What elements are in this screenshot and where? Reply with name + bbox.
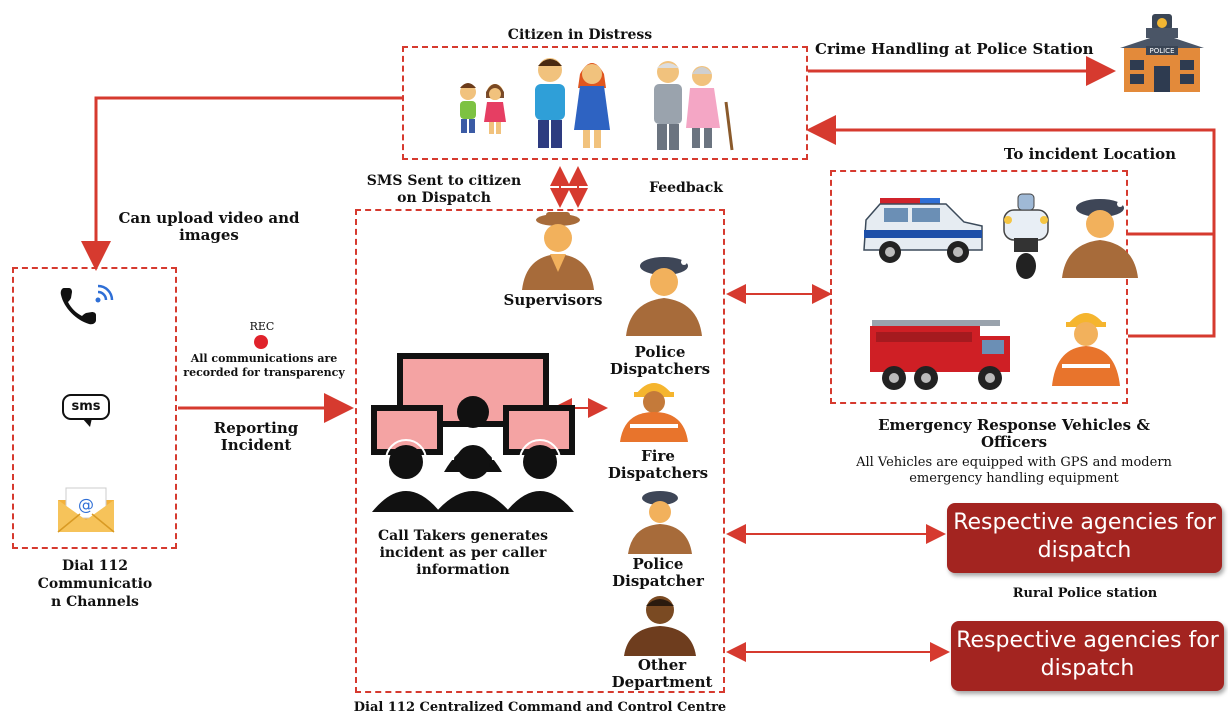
feedback-label: Feedback [649,180,723,196]
reporting-label: Reporting Incident [213,419,299,454]
email-icon[interactable]: @ [56,486,116,534]
rec-label: REC [249,320,275,333]
police-dispatcher-2-figure [628,491,692,554]
recording-note: All communications are recorded for tran… [183,352,345,379]
command-centre-box [355,209,725,693]
other-department-figure [624,596,696,656]
police-dispatchers-label: Police Dispatchers [609,343,711,378]
police-sign-text: POLICE [1149,47,1174,55]
other-department-label: Other Department [611,656,713,691]
crime-handling-label: Crime Handling at Police Station [815,40,1094,58]
sms-bubble-tail-icon [82,418,92,427]
agency-box-2[interactable]: Respective agencies for dispatch [951,621,1224,691]
police-officer-figure [1062,199,1138,278]
channels-caption-line1: Dial 112 [62,558,128,574]
fire-truck-icon [870,320,1010,390]
response-note: All Vehicles are equipped with GPS and m… [856,455,1172,486]
firefighter-figure [1052,313,1120,386]
phone-call-icon[interactable] [58,282,120,330]
fire-dispatcher-figure [620,383,688,442]
arrow-to-incident-location [806,115,1216,236]
supervisor-figure [522,212,594,290]
sms-icon[interactable]: sms [62,394,110,420]
response-box [830,170,1128,404]
police-dispatcher-figure [626,257,702,336]
police-dispatcher-label: Police Dispatcher [612,555,704,590]
elderly-woman-figure [686,66,734,151]
child-boy-figure [460,83,476,133]
police-suv-icon [863,198,983,263]
fire-dispatchers-label: Fire Dispatchers [607,447,709,482]
call-takers-illustration [371,353,575,512]
rural-police-label: Rural Police station [1012,586,1158,601]
adult-woman-figure [574,63,610,148]
supervisors-label: Supervisors [503,291,603,309]
sms-icon-text: sms [71,399,101,414]
channels-caption-line3: n Channels [51,594,139,610]
response-title: Emergency Response Vehicles & Officers [878,416,1150,451]
adult-man-figure [535,58,565,148]
citizen-title: Citizen in Distress [507,27,653,43]
svg-text:@: @ [78,495,94,514]
channels-caption: Dial 112 Communicatio n Channels [20,557,170,611]
child-girl-figure [484,84,506,134]
arrow-citizen-to-channels [81,96,402,271]
call-takers-label: Call Takers generates incident as per ca… [377,528,549,578]
upload-label: Can upload video and images [118,209,300,244]
agency-box-1[interactable]: Respective agencies for dispatch [947,503,1222,573]
elderly-man-figure [654,61,682,150]
channels-caption-line2: Communicatio [37,576,153,592]
record-dot-icon [254,335,268,349]
police-station-icon: POLICE [1120,14,1204,92]
citizen-box [402,46,808,160]
sms-sent-label: SMS Sent to citizen on Dispatch [366,173,522,206]
police-motorcycle-icon [1003,193,1049,279]
channels-box [12,267,177,549]
citizen-family-illustration [460,58,734,151]
command-centre-caption: Dial 112 Centralized Command and Control… [353,700,727,715]
to-incident-label: To incident Location [1003,145,1177,163]
connector-response-bottom [1128,234,1216,338]
